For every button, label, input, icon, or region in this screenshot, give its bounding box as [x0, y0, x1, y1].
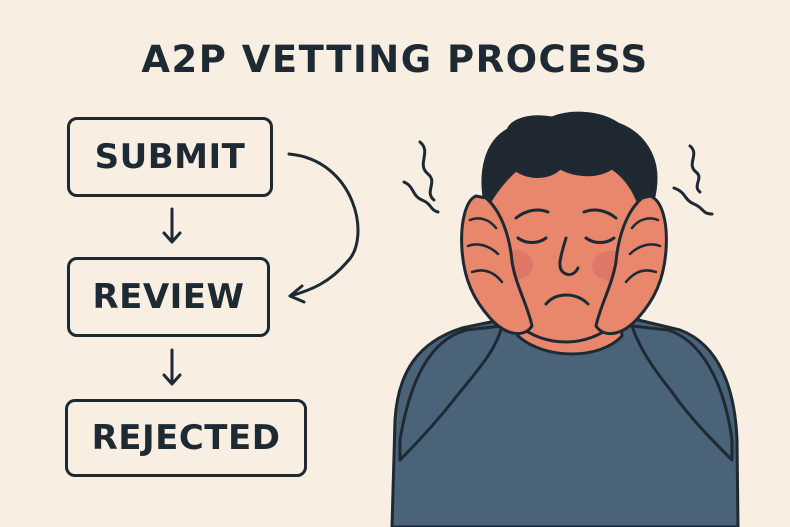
right-finger-line-1 — [630, 217, 660, 230]
arrow-review-to-rejected — [162, 348, 182, 386]
left-eyebrow — [514, 208, 550, 220]
right-ear — [624, 224, 656, 272]
stress-squiggle-right-2 — [672, 186, 714, 216]
diagram-title: A2P VETTING PROCESS — [141, 38, 649, 81]
left-ear — [471, 224, 503, 272]
arrow-submit-to-review — [162, 207, 182, 244]
stress-squiggle-left-1 — [418, 140, 436, 202]
mouth — [544, 293, 590, 306]
stress-squiggle-right-1 — [688, 144, 702, 194]
hair — [481, 111, 658, 226]
left-blush — [493, 250, 533, 280]
nose — [558, 236, 580, 276]
left-finger-line-1 — [468, 217, 498, 230]
right-finger-line-3 — [624, 269, 658, 284]
left-finger-line-3 — [470, 269, 504, 284]
left-finger-line-2 — [466, 243, 500, 256]
step-rejected: REJECTED — [65, 399, 307, 477]
right-sleeve — [630, 324, 734, 462]
arrow-loop-back-to-review — [287, 152, 360, 304]
face — [488, 126, 644, 344]
step-submit: SUBMIT — [67, 117, 273, 197]
step-submit-label: SUBMIT — [94, 137, 246, 177]
right-eyebrow — [582, 208, 618, 220]
right-blush — [592, 251, 632, 281]
neck — [516, 298, 624, 356]
right-eye — [584, 236, 616, 244]
left-eye — [516, 236, 548, 244]
step-rejected-label: REJECTED — [91, 418, 281, 458]
right-hand — [594, 194, 668, 335]
left-hand — [460, 194, 534, 335]
stress-squiggle-left-2 — [402, 180, 440, 214]
right-finger-line-2 — [628, 243, 662, 256]
shirt — [390, 316, 740, 527]
step-review: REVIEW — [67, 257, 270, 337]
step-review-label: REVIEW — [92, 277, 245, 317]
left-sleeve — [398, 324, 504, 462]
